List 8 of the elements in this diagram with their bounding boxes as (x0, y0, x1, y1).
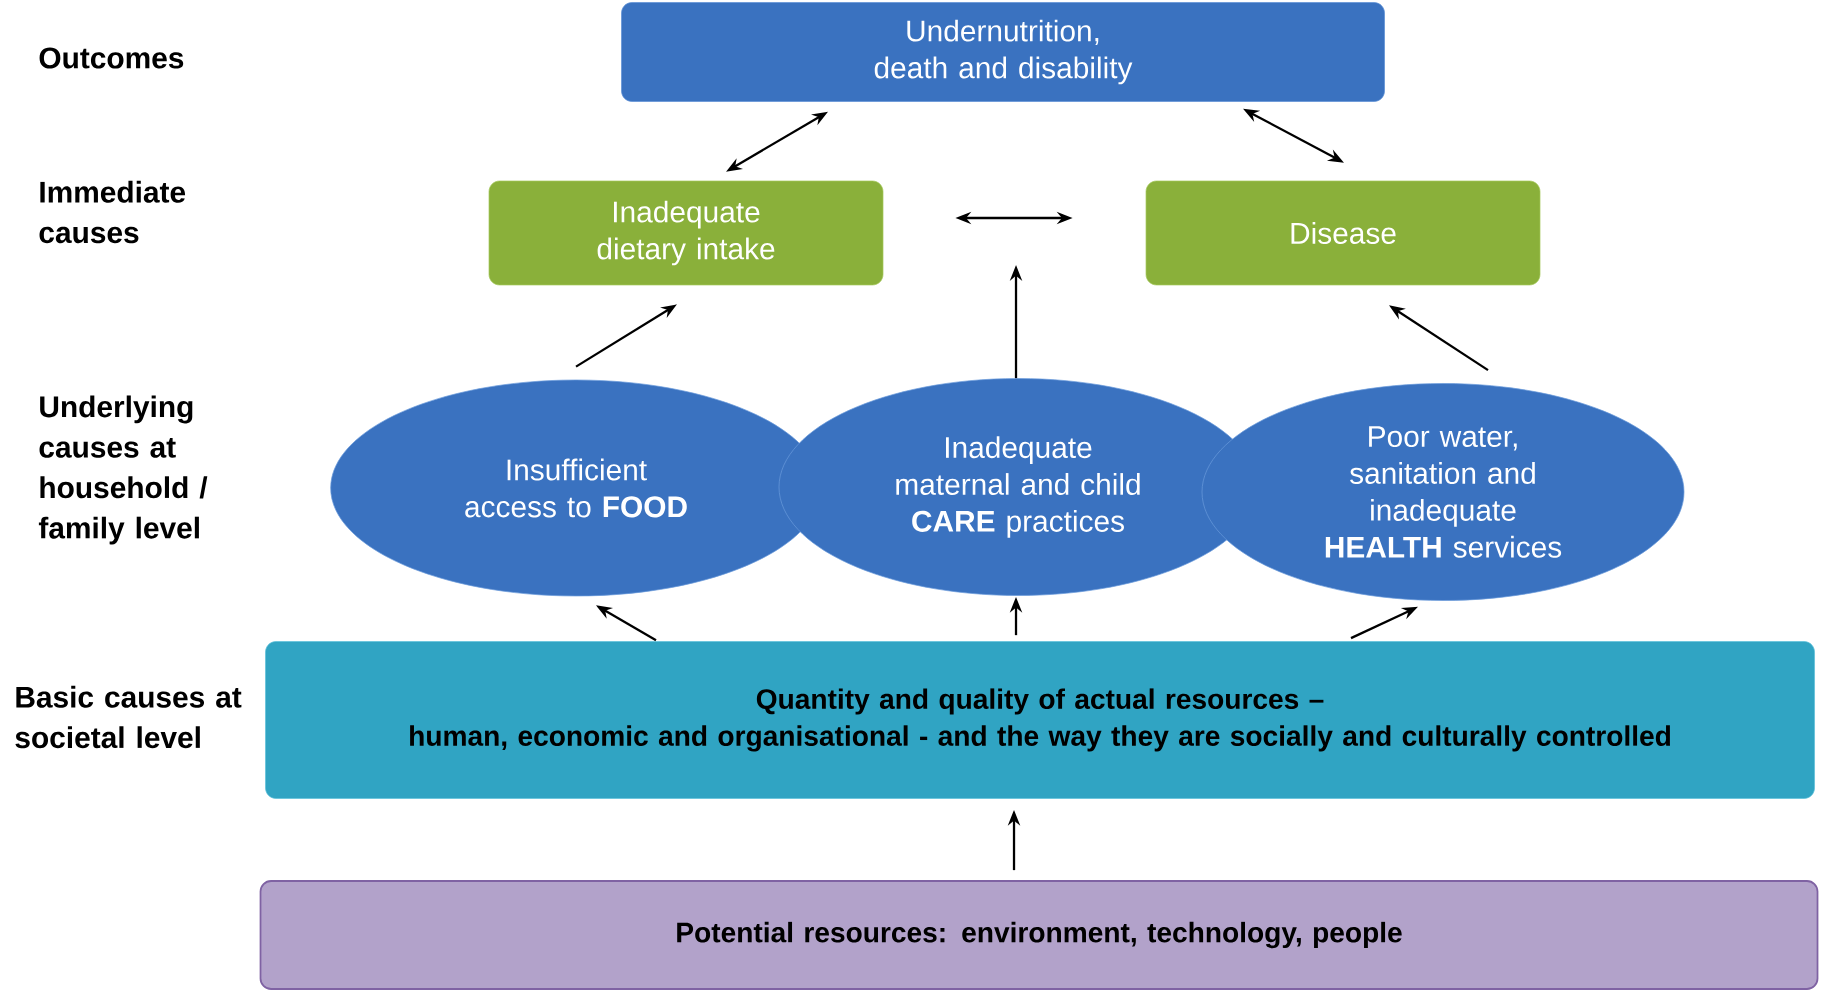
level-label: Immediate causes (39, 180, 186, 244)
outcome-box: Undernutrition, death and disability (621, 2, 1385, 102)
resources-box: Quantity and quality of actual resources – human, economic and organisational - and the way they are socially and culturally controlled (265, 641, 1815, 799)
level-label: Underlying causes at household / family level (38, 395, 208, 545)
cause-box: Inadequate dietary intake (488, 180, 884, 286)
cause-box: Disease (1145, 180, 1541, 286)
resources-box: Potential resources: environment, technology, people (259, 880, 1819, 990)
level-label: Outcomes (39, 47, 184, 69)
